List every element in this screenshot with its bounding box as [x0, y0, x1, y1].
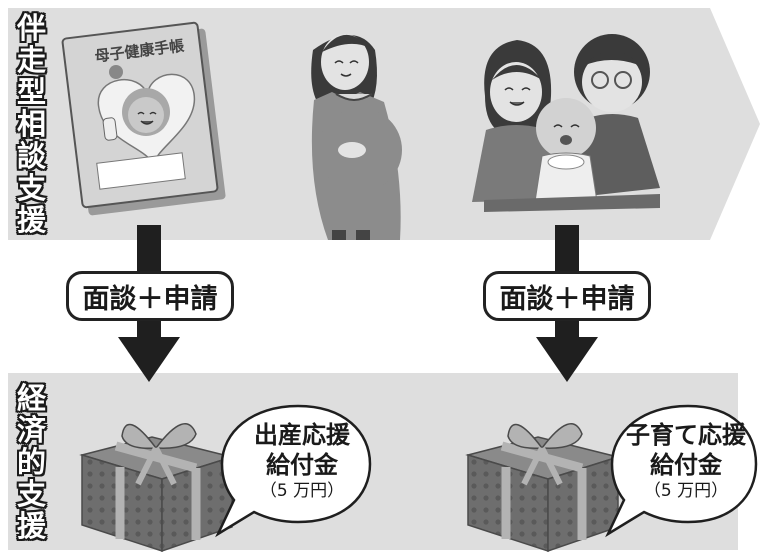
family-illustration	[472, 34, 660, 212]
economic-support-label: 経 済 的 支 援	[17, 381, 47, 543]
pregnant-woman-illustration	[311, 34, 402, 240]
gift-box-right	[465, 423, 621, 553]
interview-application-pill-right: 面談＋申請	[483, 271, 651, 321]
gift-box-left	[79, 423, 235, 553]
speech-bubble-left	[215, 404, 372, 538]
maternal-handbook-illustration: 母子健康手帳	[61, 21, 226, 216]
childcare-support-benefit-text: 子育て応援 給付金 （5 万円）	[626, 421, 746, 501]
interview-application-pill-left: 面談＋申請	[66, 271, 234, 321]
birth-support-benefit-text: 出産応援 給付金 （5 万円）	[254, 421, 350, 501]
speech-bubble-right	[605, 404, 758, 538]
companion-support-label: 伴 走 型 相 談 支 援	[17, 11, 47, 237]
